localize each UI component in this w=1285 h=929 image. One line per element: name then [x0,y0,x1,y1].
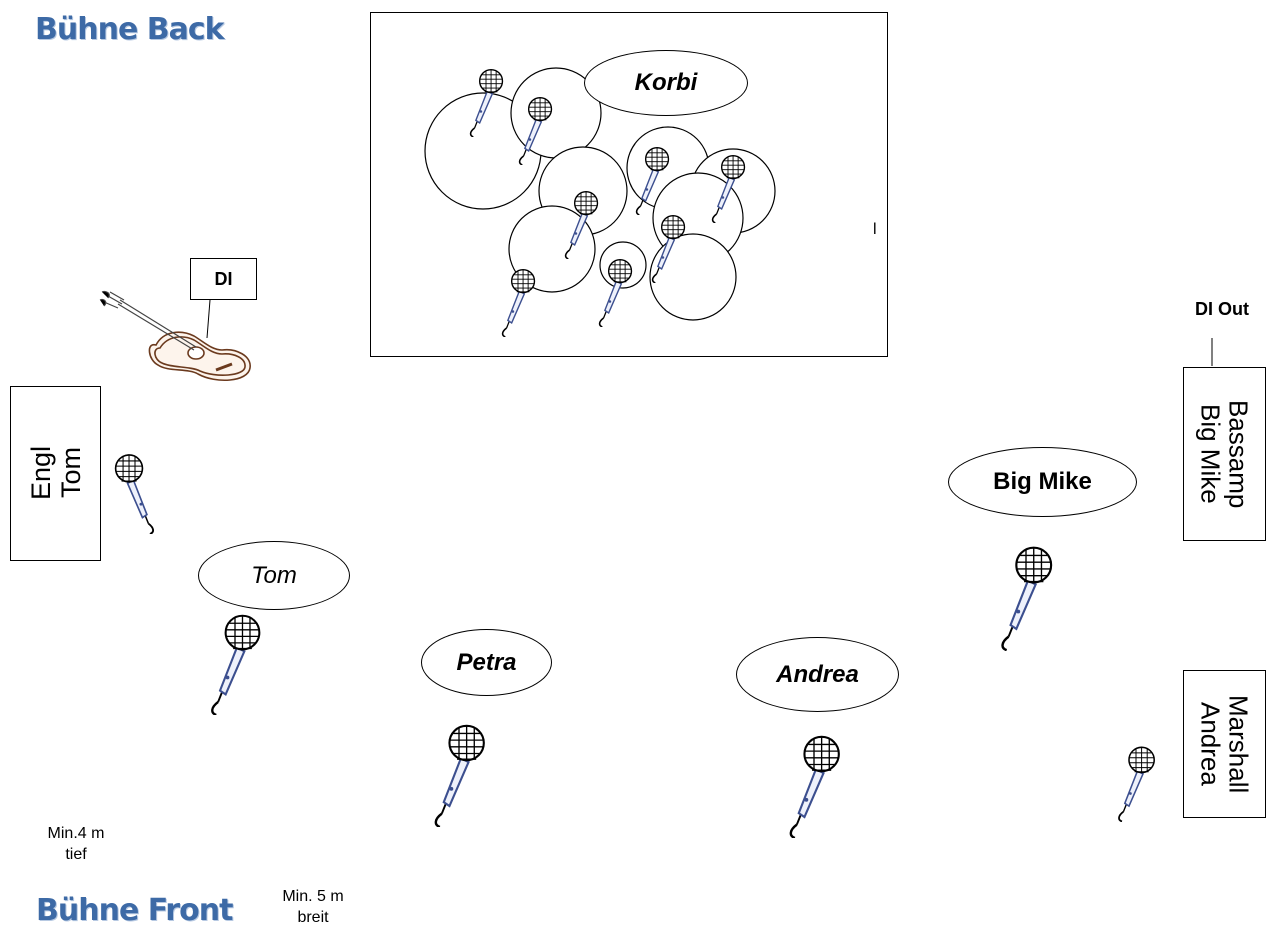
amp-marshall-andrea-label: Marshall Andrea [1195,694,1254,794]
performer-andrea-oval: Andrea [736,637,899,712]
depth-note: Min.4 m tief [36,823,116,865]
acoustic-guitar-icon [99,290,251,382]
performer-big-mike-oval: Big Mike [948,447,1137,517]
stage-back-label: Bühne Back [35,12,225,47]
drum-icon [508,205,596,293]
amp-marshall-andrea: Marshall Andrea [1183,670,1266,818]
amp-bassamp-big-mike-label: Bassamp Big Mike [1195,399,1254,509]
amp-engl-tom-label: Engl Tom [26,446,86,500]
microphone-icon [112,452,158,534]
microphone-icon [785,733,843,838]
amp-engl-tom: Engl Tom [10,386,101,561]
performer-tom-oval: Tom [198,541,350,610]
microphone-icon [206,612,264,715]
drum-icon [649,233,737,321]
drum-riser-marker: l [873,221,877,238]
width-note: Min. 5 m breit [268,886,358,928]
width-note-line1: Min. 5 m [282,888,344,905]
drummer-name-oval: Korbi [584,50,748,116]
microphone-icon [633,145,671,215]
amp-engl-tom-line2: Tom [55,447,86,499]
amp-bassamp-big-mike: Bassamp Big Mike [1183,367,1266,541]
depth-note-line2: tief [65,846,87,863]
microphone-icon [649,213,687,283]
microphone-icon [709,153,747,223]
depth-note-line1: Min.4 m [47,825,105,842]
amp-marshall-andrea-line1: Marshall [1223,694,1254,794]
performer-petra-oval: Petra [421,629,552,696]
microphone-icon [596,257,634,327]
guitar-di-box: DI [190,258,257,300]
width-note-line2: breit [297,909,329,926]
microphone-icon [1115,744,1157,822]
bass-di-out-line [1211,338,1213,366]
guitar-di-line [206,299,211,339]
microphone-icon [997,543,1055,651]
microphone-icon [499,267,537,337]
microphone-icon [516,95,554,165]
microphone-icon [430,722,488,827]
amp-engl-tom-line1: Engl [25,446,56,501]
amp-bassamp-big-mike-line2: Big Mike [1195,404,1226,504]
drum-riser: Korbi l [370,12,888,357]
bass-di-out-label: DI Out [1195,299,1249,319]
stage-front-label: Bühne Front [36,893,233,928]
amp-marshall-andrea-line2: Andrea [1195,702,1226,786]
microphone-icon [467,67,505,137]
amp-bassamp-big-mike-line1: Bassamp [1223,399,1254,509]
microphone-icon [562,189,600,259]
